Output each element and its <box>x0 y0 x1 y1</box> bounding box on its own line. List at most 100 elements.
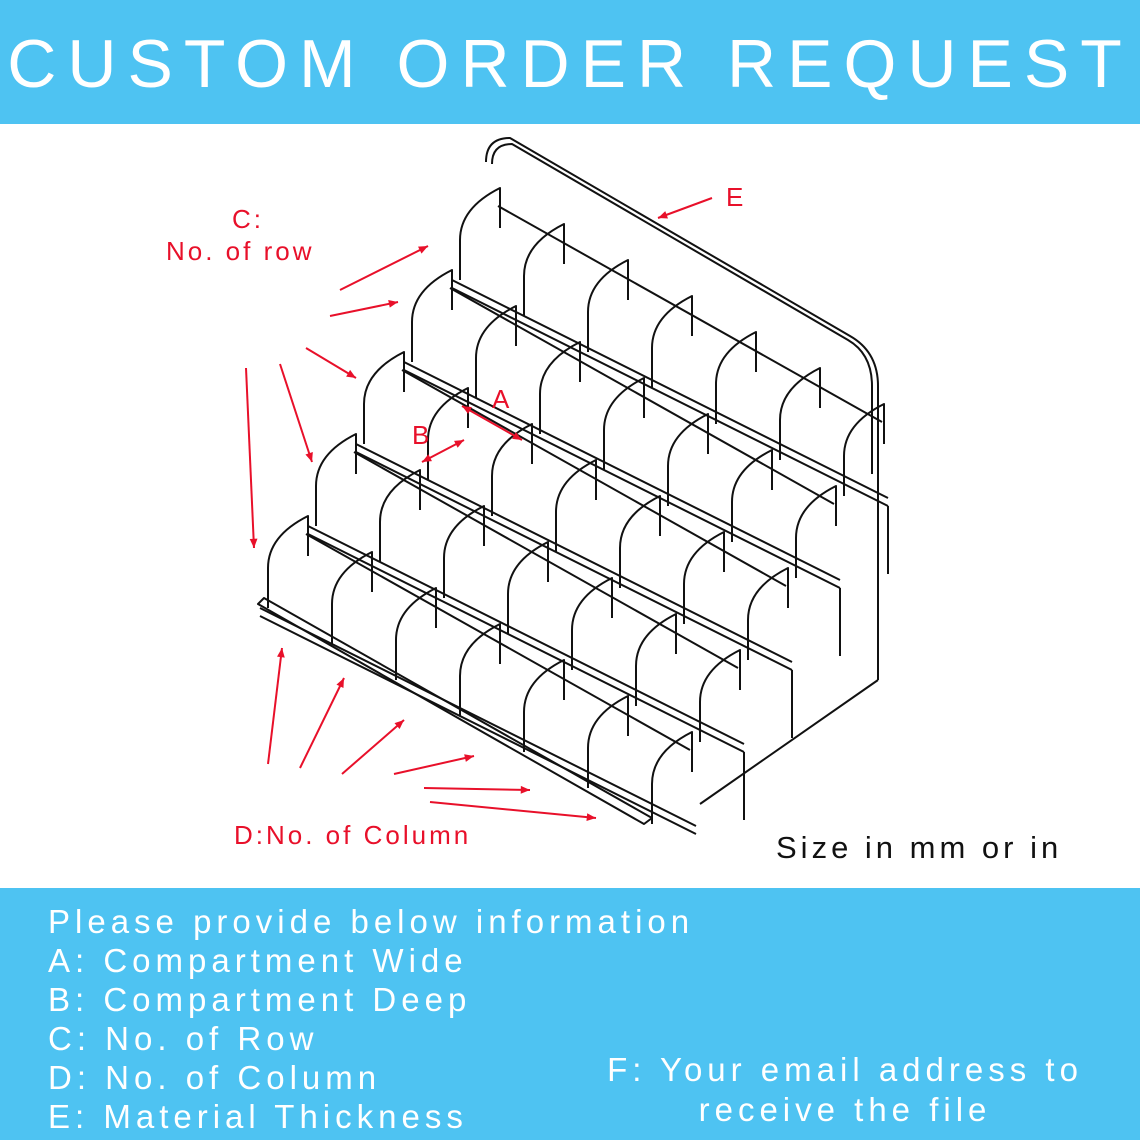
shelf-front-edge-lower <box>403 369 841 589</box>
compartment-divider <box>587 259 629 352</box>
compartment-divider <box>699 649 741 742</box>
page-title: CUSTOM ORDER REQUEST <box>7 26 1133 102</box>
compartment-divider <box>507 541 549 634</box>
compartment-divider <box>683 531 725 624</box>
arrow-width <box>461 405 523 441</box>
stand-back-panel <box>485 137 879 474</box>
shelf-front-edge-lower <box>259 615 697 835</box>
compartment-divider <box>475 305 517 398</box>
compartment-divider <box>571 577 613 670</box>
arrow-depth-head <box>454 440 464 448</box>
info-f-line1: F: Your email address to <box>607 1051 1083 1088</box>
compartment-divider <box>795 485 837 578</box>
arrow-col-3 <box>341 719 405 775</box>
arrow-col-5 <box>423 787 531 791</box>
arrow-col-6 <box>429 801 597 819</box>
compartment-divider <box>411 269 453 362</box>
compartment-divider <box>715 331 757 424</box>
label-e: E <box>726 182 747 212</box>
shelf-back-edge <box>305 533 691 751</box>
arrow-col-2-head <box>336 678 344 688</box>
compartment-divider <box>427 387 469 480</box>
arrow-row-3-head <box>346 369 356 378</box>
arrow-row-5 <box>245 367 255 549</box>
stand-back-panel-inner <box>491 143 873 474</box>
shelf-front-edge <box>259 607 697 827</box>
compartment-divider <box>651 295 693 388</box>
title-banner: CUSTOM ORDER REQUEST <box>0 0 1140 124</box>
compartment-divider <box>779 367 821 460</box>
arrow-col-3-head <box>394 720 404 729</box>
compartment-divider <box>587 695 629 788</box>
shelf-back-edge <box>449 287 835 505</box>
arrow-row-4 <box>279 363 313 463</box>
shelf-front-edge <box>451 279 889 499</box>
arrow-row-3 <box>305 347 357 379</box>
compartment-divider <box>443 505 485 598</box>
info-item-a: A: Compartment Wide <box>48 942 468 979</box>
arrow-row-2 <box>329 301 399 317</box>
compartment-divider <box>651 731 693 824</box>
compartment-divider <box>555 459 597 552</box>
compartment-divider <box>603 377 645 470</box>
shelf-back-edge <box>497 205 883 423</box>
compartment-divider <box>619 495 661 588</box>
compartment-divider <box>379 469 421 562</box>
compartment-divider <box>459 623 501 716</box>
shelf-front-edge <box>355 443 793 663</box>
shelf-front-edge-lower <box>451 287 889 507</box>
stand-base-edge <box>699 679 879 805</box>
shelf-front-edge <box>307 525 745 745</box>
info-panel: Please provide below information A: Comp… <box>0 888 1140 1140</box>
info-item-f: F: Your email address to receive the fil… <box>560 1050 1130 1130</box>
shelf-back-edge <box>353 451 739 669</box>
compartment-divider <box>331 551 373 644</box>
arrow-row-1-head <box>418 246 428 254</box>
compartment-divider <box>747 567 789 660</box>
size-unit-note: Size in mm or in <box>776 830 1063 865</box>
arrow-col-1-head <box>277 648 285 658</box>
label-d-columns: D:No. of Column <box>234 820 472 850</box>
front-lip <box>257 597 653 825</box>
shelf-front-edge-lower <box>355 451 793 671</box>
stand-drawing <box>245 137 889 835</box>
label-c-title: C: <box>232 204 264 234</box>
info-item-b: B: Compartment Deep <box>48 981 472 1018</box>
compartment-divider <box>363 351 405 444</box>
arrow-col-5-head <box>520 785 530 794</box>
compartment-divider <box>523 659 565 752</box>
compartment-divider <box>491 423 533 516</box>
arrow-row-4-head <box>305 452 313 462</box>
compartment-divider <box>635 613 677 706</box>
label-b: B <box>412 420 433 450</box>
compartment-divider <box>843 403 885 496</box>
arrow-col-4-head <box>464 754 474 762</box>
compartment-divider <box>395 587 437 680</box>
compartment-divider <box>667 413 709 506</box>
info-intro: Please provide below information <box>48 903 695 940</box>
shelf-front-edge-lower <box>307 533 745 753</box>
compartment-divider <box>731 449 773 542</box>
arrow-width-head <box>512 432 522 440</box>
arrow-row-1 <box>339 245 429 291</box>
shelf-front-edge <box>403 361 841 581</box>
arrow-thickness <box>657 197 713 219</box>
arrow-depth-head <box>422 454 432 462</box>
compartment-divider <box>459 187 501 280</box>
arrow-row-5-head <box>249 538 258 548</box>
shelf-back-edge <box>401 369 787 587</box>
arrow-col-6-head <box>586 813 596 821</box>
info-item-d: D: No. of Column <box>48 1059 382 1096</box>
compartment-divider <box>523 223 565 316</box>
arrow-col-1 <box>267 647 283 765</box>
compartment-divider <box>315 433 357 526</box>
arrow-width-head <box>462 406 472 414</box>
info-item-e: E: Material Thickness <box>48 1098 468 1135</box>
label-c-rows: No. of row <box>166 236 315 266</box>
compartment-divider <box>539 341 581 434</box>
arrow-thickness-head <box>658 211 668 219</box>
arrow-col-2 <box>299 677 345 769</box>
info-f-line2: receive the file <box>698 1091 992 1128</box>
label-a: A <box>492 384 513 414</box>
arrow-col-4 <box>393 755 475 775</box>
